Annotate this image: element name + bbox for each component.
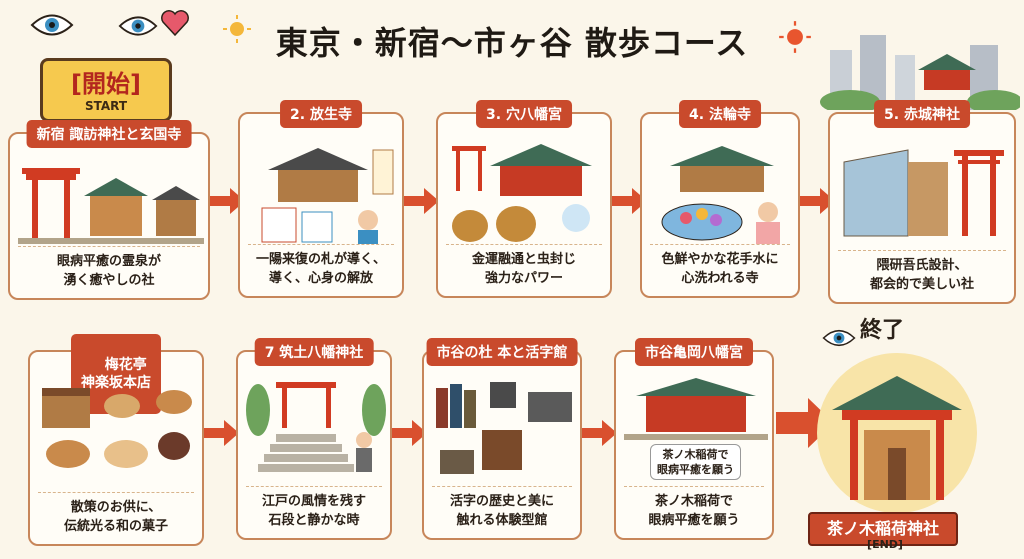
eye-icon xyxy=(30,14,74,36)
stop-card-title: 新宿 諏訪神社と玄国寺 xyxy=(26,120,192,148)
shrine-steps-scene-icon xyxy=(246,382,386,472)
stop-card-title: 4. 法輪寺 xyxy=(679,100,761,128)
arrow-right-icon xyxy=(210,188,245,214)
stop-card-description: 色鮮やかな花手水に 心洗われる寺 xyxy=(650,244,790,288)
stop-card-title: 7 筑土八幡神社 xyxy=(254,338,374,366)
end-badge-sublabel: [END] xyxy=(867,538,903,551)
stop-card-title: 2. 放生寺 xyxy=(280,100,362,128)
stop-card-description: 江戸の風情を残す 石段と静かな時 xyxy=(246,486,382,530)
stop-card-title: 市谷亀岡八幡宮 xyxy=(635,338,753,366)
arrow-right-icon xyxy=(392,420,427,446)
modern-shrine-scene-icon xyxy=(843,149,1004,237)
stop-card-description: 散策のお供に、 伝統光る和の菓子 xyxy=(38,492,194,536)
arrow-right-icon xyxy=(582,420,617,446)
stop-card-akagi-jinja[interactable]: 5. 赤城神社 隈研吾氏設計、 都会的で美しい社 xyxy=(828,100,1016,304)
eye-icon xyxy=(822,329,856,347)
printing-scene-icon xyxy=(436,382,572,474)
arrow-right-icon xyxy=(800,188,835,214)
stop-card-title: 市谷の杜 本と活字館 xyxy=(426,338,578,366)
heart-icon xyxy=(161,10,189,36)
stop-card-baikatei[interactable]: 梅花亭 神楽坂本店 散策のお供に、 伝統光る和の菓子 xyxy=(28,334,204,546)
temple-scene-icon xyxy=(261,148,394,244)
arrow-right-icon xyxy=(204,420,239,446)
sun-icon xyxy=(779,21,811,53)
start-badge: [開始] START xyxy=(40,58,172,122)
stop-card-tsukudo-hachiman[interactable]: 7 筑土八幡神社 江戸の風情を残す 石段と静かな時 xyxy=(236,338,392,540)
stop-card-title: 3. 穴八幡宮 xyxy=(476,100,572,128)
stop-card-ichigaya-kameoka-hachiman[interactable]: 市谷亀岡八幡宮 茶ノ木稲荷で 眼病平癒を願う 茶ノ木稲荷で 眼病平癒を願う xyxy=(614,338,774,540)
arrow-right-icon xyxy=(612,188,647,214)
page-title: 東京・新宿〜市ヶ谷 散歩コース xyxy=(275,24,749,62)
shrine-scene-icon xyxy=(18,168,204,244)
shrine-scene-icon xyxy=(452,144,592,242)
end-badge: 茶ノ木稲荷神社 xyxy=(808,512,958,546)
city-skyline-icon xyxy=(820,35,1020,110)
stop-card-horinji[interactable]: 4. 法輪寺 色鮮やかな花手水に 心洗われる寺 xyxy=(640,100,800,298)
stop-card-description: 金運融通と虫封じ 強力なパワー xyxy=(446,244,602,288)
stop-card-suwa-genkokuji[interactable]: 新宿 諏訪神社と玄国寺 眼病平癒の霊泉が 湧く癒やしの社 xyxy=(8,120,210,300)
speech-bubble: 茶ノ木稲荷で 眼病平癒を願う xyxy=(650,444,741,480)
start-badge-label: [開始] xyxy=(71,70,141,98)
stop-card-title: 5. 赤城神社 xyxy=(874,100,970,128)
stop-card-ichigaya-katsujikan[interactable]: 市谷の杜 本と活字館 活字の歴史と美に 触れる体験型館 xyxy=(422,338,582,540)
stop-card-description: 隈研吾氏設計、 都会的で美しい社 xyxy=(838,250,1006,294)
temple-scene-icon xyxy=(661,146,780,244)
stop-card-description: 眼病平癒の霊泉が 湧く癒やしの社 xyxy=(18,246,200,290)
start-badge-sublabel: START xyxy=(84,99,128,113)
stop-card-anahachimangu[interactable]: 3. 穴八幡宮 金運融通と虫封じ 強力なパワー xyxy=(436,100,612,298)
stop-card-description: 茶ノ木稲荷で 眼病平癒を願う xyxy=(624,486,764,530)
arrow-right-icon xyxy=(404,188,439,214)
eye-icon xyxy=(118,16,158,36)
sun-icon xyxy=(223,15,251,43)
end-shrine-illustration xyxy=(817,353,977,513)
shrine-scene-icon xyxy=(624,378,768,440)
stop-card-description: 活字の歴史と美に 触れる体験型館 xyxy=(432,486,572,530)
sweets-scene-icon xyxy=(42,388,192,468)
stop-card-hojoji[interactable]: 2. 放生寺 一陽来復の札が導く、 導く、心身の解放 xyxy=(238,100,404,298)
stop-card-description: 一陽来復の札が導く、 導く、心身の解放 xyxy=(248,244,394,288)
end-title: 終了 xyxy=(860,318,905,343)
